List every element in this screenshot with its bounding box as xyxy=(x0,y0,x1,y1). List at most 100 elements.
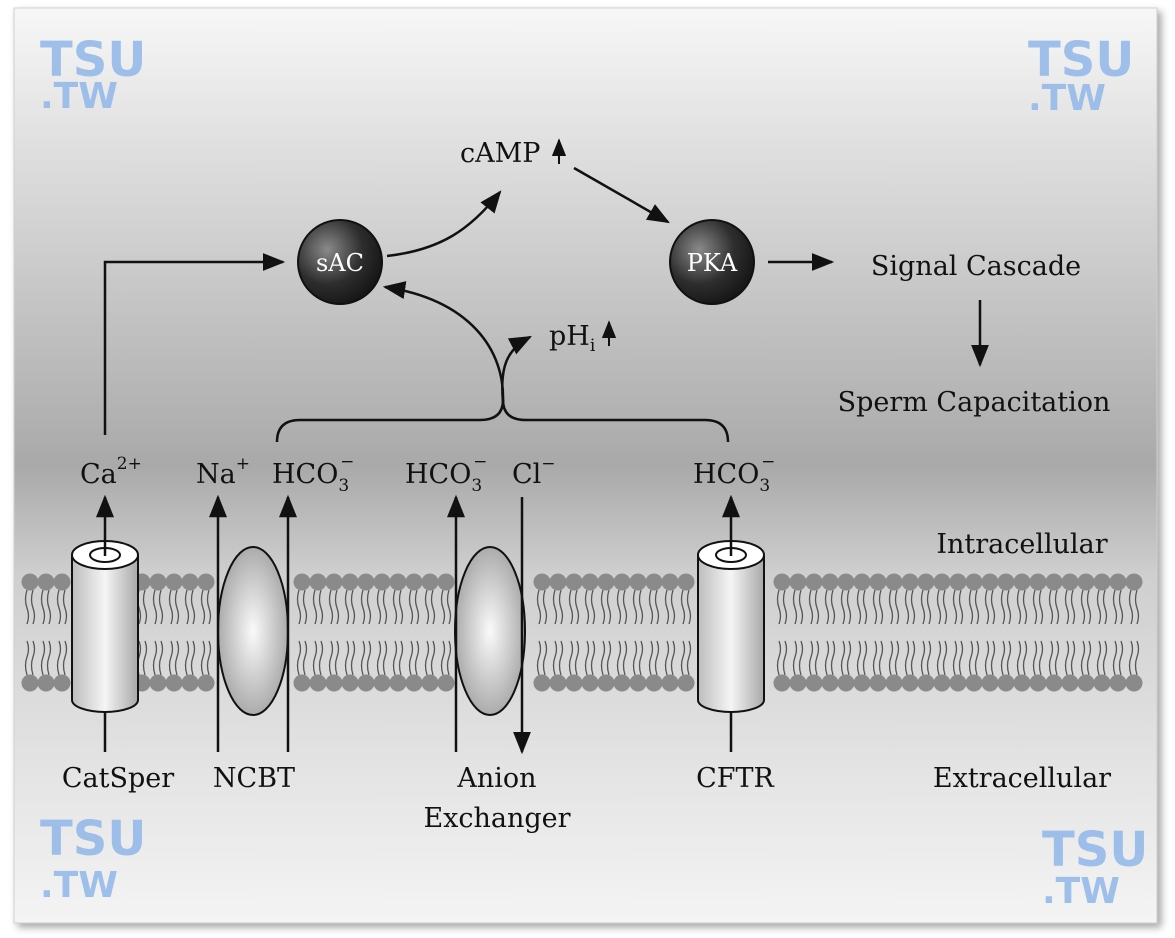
lipid-head xyxy=(997,573,1015,591)
lipid-head xyxy=(645,573,663,591)
lipid-tail xyxy=(824,589,836,625)
ca-to-sac-arrow xyxy=(103,253,286,435)
lipid-head xyxy=(1029,674,1047,692)
lipid-tail xyxy=(776,640,788,676)
lipid-head xyxy=(437,573,455,591)
lipid-head xyxy=(853,573,871,591)
camp-label: cAMP xyxy=(460,138,540,169)
lipid-head xyxy=(1125,674,1143,692)
pka-label: PKA xyxy=(687,249,738,277)
lipid-tail xyxy=(24,640,36,676)
lipid-tail xyxy=(600,589,612,625)
sac-node xyxy=(297,219,383,305)
lipid-head xyxy=(197,674,215,692)
lipid-head xyxy=(1077,674,1095,692)
svg-text:.TW: .TW xyxy=(40,76,118,117)
lipid-head xyxy=(181,573,199,591)
lipid-head xyxy=(1109,674,1127,692)
lipid-tail xyxy=(344,589,356,625)
lipid-head xyxy=(901,674,919,692)
lipid-head xyxy=(405,674,423,692)
phi-label: pHi xyxy=(549,321,596,356)
lipid-head xyxy=(1077,573,1095,591)
lipid-tail xyxy=(952,589,964,625)
lipid-tail xyxy=(632,640,644,676)
lipid-tail xyxy=(1048,589,1060,625)
lipid-tail xyxy=(872,640,884,676)
lipid-head xyxy=(965,674,983,692)
lipid-tail xyxy=(616,640,628,676)
lipid-tail xyxy=(536,589,548,625)
lipid-tail xyxy=(440,589,452,625)
lipid-tail xyxy=(296,589,308,625)
lipid-head xyxy=(837,674,855,692)
lipid-head xyxy=(661,573,679,591)
lipid-head xyxy=(37,674,55,692)
lipid-tail xyxy=(1048,640,1060,676)
lipid-head xyxy=(885,573,903,591)
lipid-tail xyxy=(184,640,196,676)
lipid-tail xyxy=(600,640,612,676)
lipid-tail xyxy=(856,589,868,625)
lipid-head xyxy=(565,573,583,591)
lipid-tail xyxy=(1128,640,1140,676)
intracellular-label: Intracellular xyxy=(936,529,1107,560)
lipid-head xyxy=(581,674,599,692)
lipid-head xyxy=(165,674,183,692)
lipid-head xyxy=(1013,573,1031,591)
lipid-head xyxy=(373,674,391,692)
lipid-head xyxy=(181,674,199,692)
lipid-tail xyxy=(1064,640,1076,676)
lipid-tail xyxy=(632,589,644,625)
lipid-head xyxy=(21,573,39,591)
lipid-head xyxy=(1093,674,1111,692)
lipid-tail xyxy=(408,589,420,625)
lipid-head xyxy=(533,573,551,591)
lipid-head xyxy=(549,674,567,692)
lipid-head xyxy=(341,573,359,591)
lipid-head xyxy=(405,573,423,591)
lipid-tail xyxy=(200,640,212,676)
lipid-head xyxy=(421,573,439,591)
lipid-head xyxy=(533,674,551,692)
lipid-tail xyxy=(952,640,964,676)
lipid-tail xyxy=(824,640,836,676)
lipid-tail xyxy=(792,589,804,625)
lipid-head xyxy=(597,573,615,591)
lipid-head xyxy=(1061,573,1079,591)
extracellular-label: Extracellular xyxy=(933,763,1111,794)
lipid-tail xyxy=(312,640,324,676)
lipid-head xyxy=(949,573,967,591)
svg-text:.TW: .TW xyxy=(40,865,118,906)
ncbt-label: NCBT xyxy=(213,763,295,794)
ca-ion-label: Ca2+ xyxy=(80,454,142,490)
lipid-tail xyxy=(904,589,916,625)
lipid-head xyxy=(997,674,1015,692)
lipid-head xyxy=(565,674,583,692)
lipid-tail xyxy=(584,589,596,625)
lipid-tail xyxy=(40,589,52,625)
lipid-head xyxy=(389,573,407,591)
lipid-tail xyxy=(920,640,932,676)
lipid-head xyxy=(325,674,343,692)
lipid-tail xyxy=(1080,589,1092,625)
lipid-tail xyxy=(24,589,36,625)
lipid-head xyxy=(309,674,327,692)
lipid-tail xyxy=(1096,640,1108,676)
sac-to-camp-arrow xyxy=(386,190,502,258)
lipid-tail xyxy=(680,589,692,625)
lipid-head xyxy=(677,674,695,692)
lipid-tail xyxy=(152,640,164,676)
lipid-tail xyxy=(664,589,676,625)
lipid-tail xyxy=(552,589,564,625)
watermark-bottom-right: TSU .TW xyxy=(1042,822,1148,912)
lipid-tail xyxy=(552,640,564,676)
lipid-head xyxy=(421,674,439,692)
watermark-top-right: TSU .TW xyxy=(1028,32,1134,119)
lipid-head xyxy=(197,573,215,591)
hco3-ion-label-3: HCO3− xyxy=(693,452,775,496)
lipid-head xyxy=(437,674,455,692)
pka-node xyxy=(669,219,755,305)
watermark-top-left: TSU .TW xyxy=(40,32,146,117)
lipid-tail xyxy=(920,589,932,625)
